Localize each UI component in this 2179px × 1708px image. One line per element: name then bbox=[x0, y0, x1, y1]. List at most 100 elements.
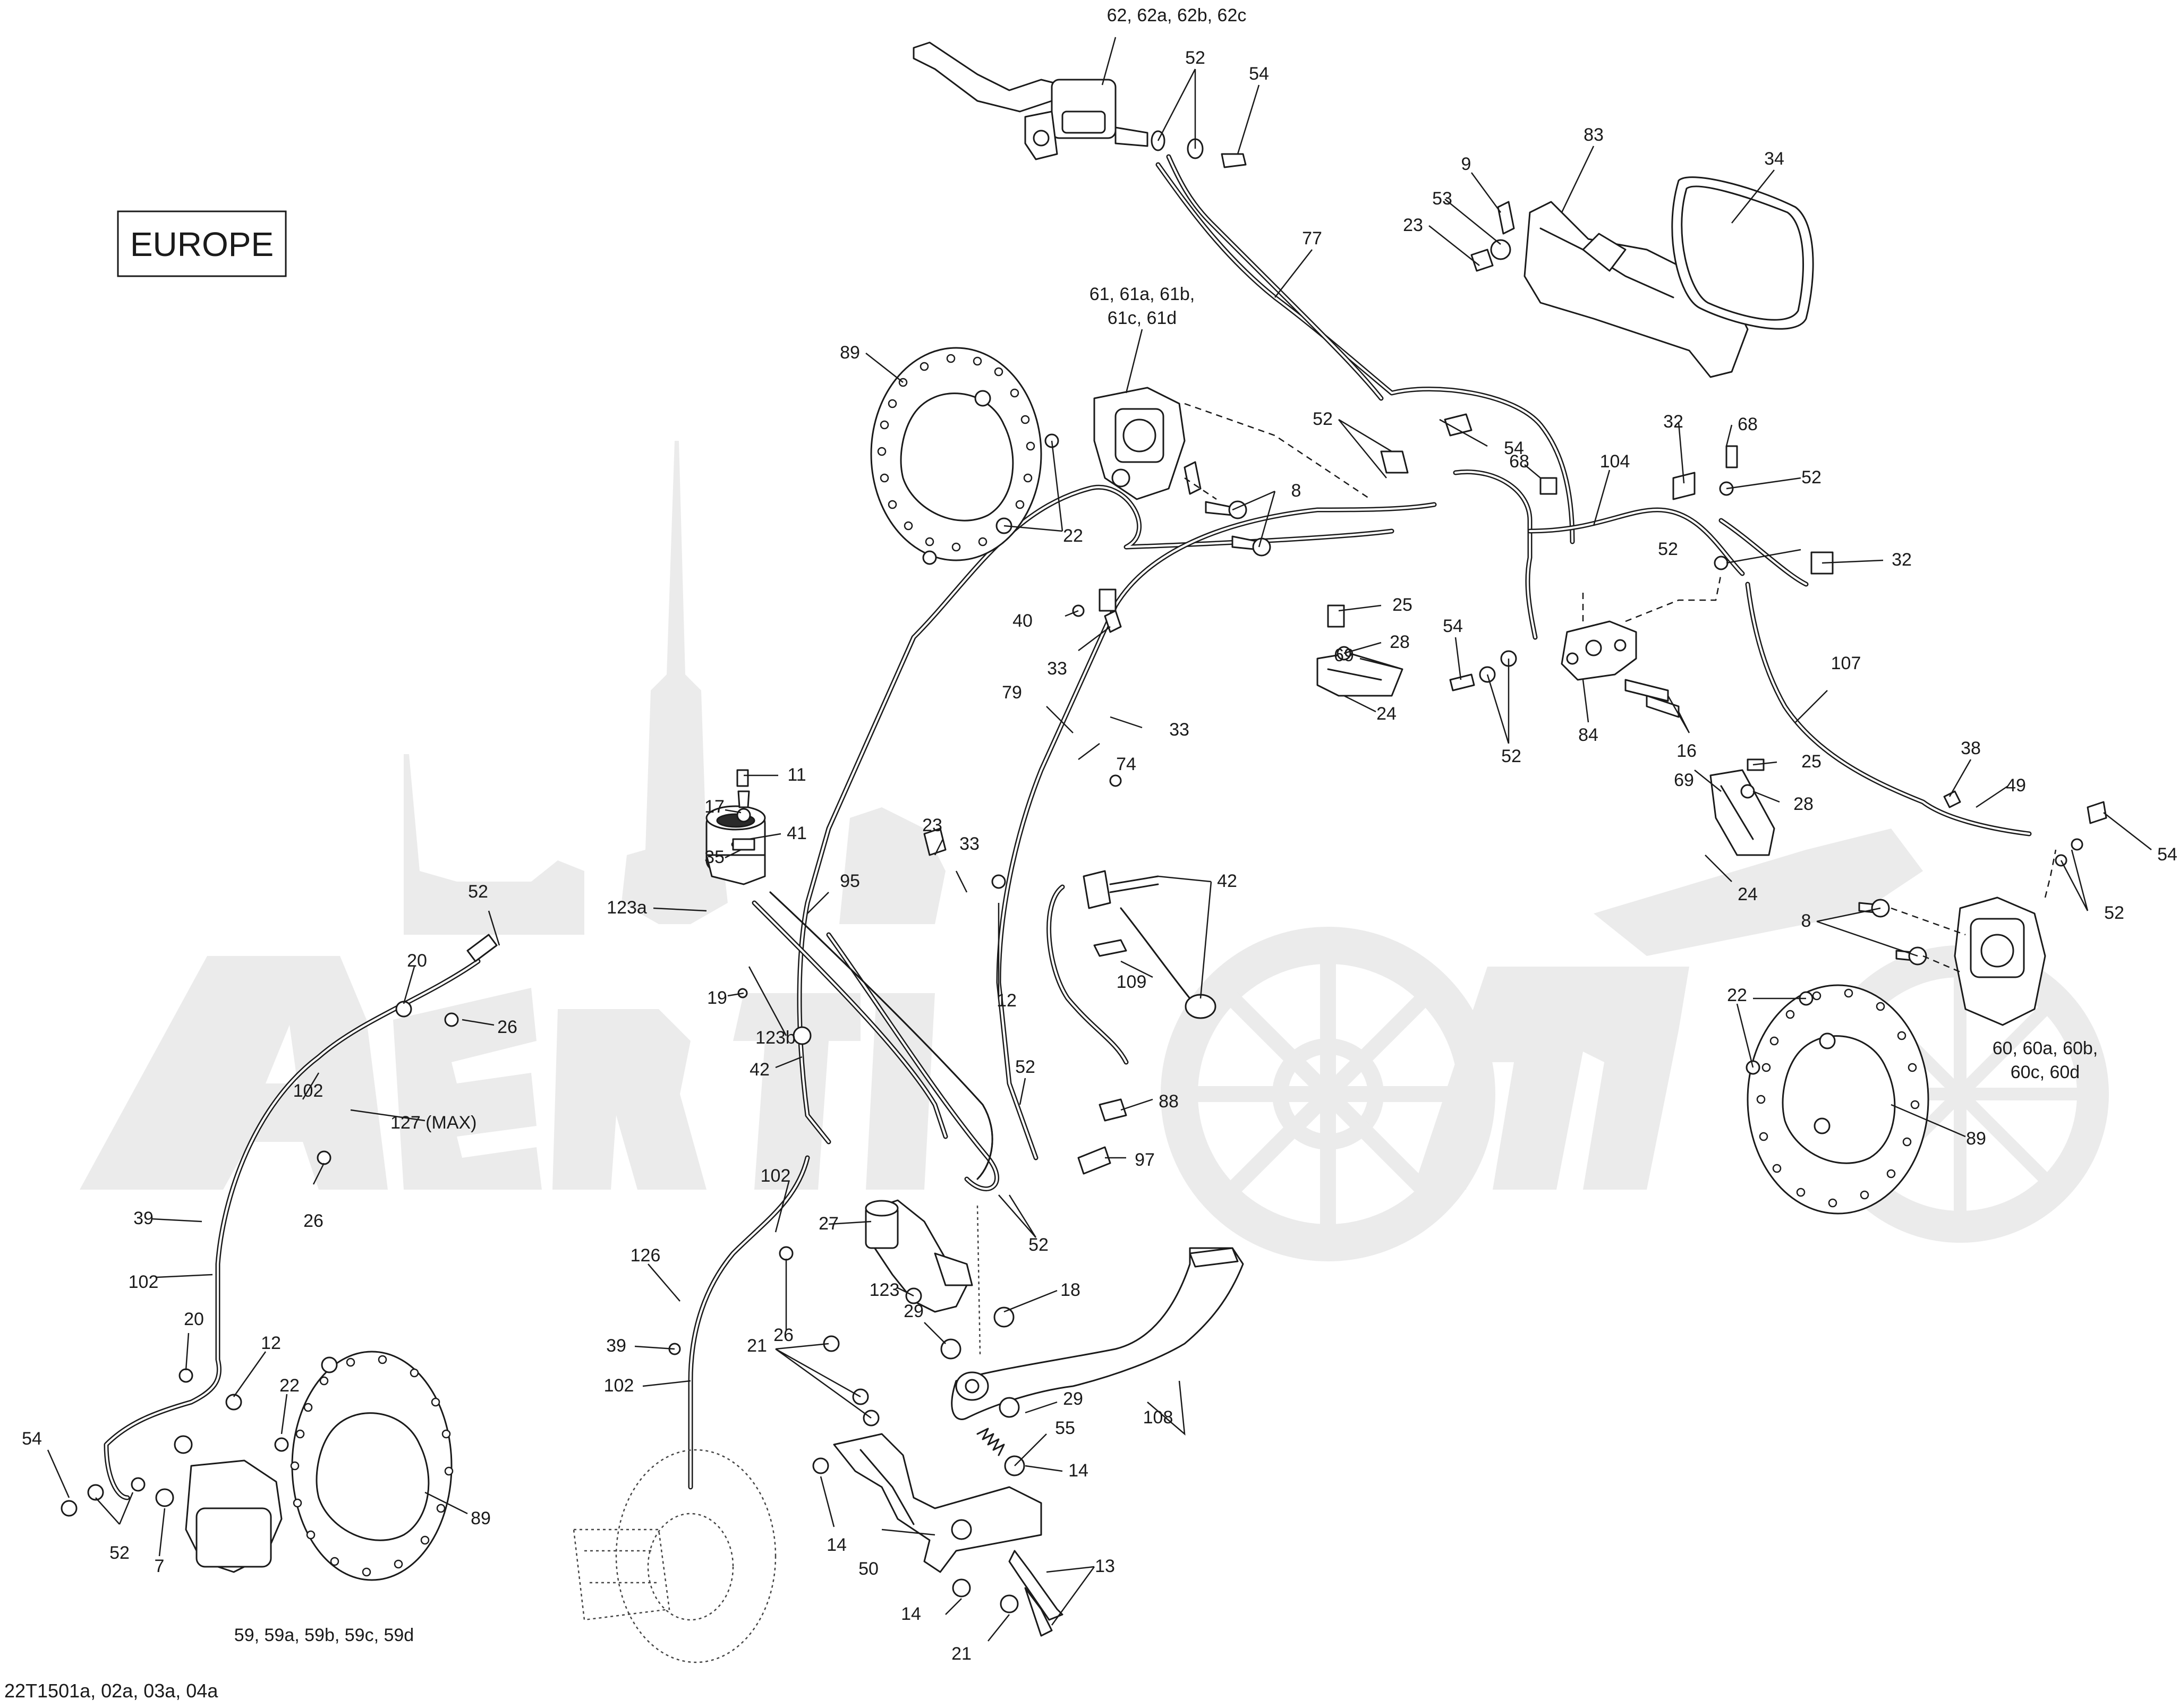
callout-23-center: 23 bbox=[922, 815, 942, 835]
callout-89-top: 89 bbox=[840, 343, 860, 363]
rear-master-cylinder bbox=[865, 1199, 1015, 1328]
callout-18: 18 bbox=[1060, 1280, 1080, 1300]
callout-41: 41 bbox=[787, 823, 807, 843]
callout-12-center: 12 bbox=[997, 990, 1017, 1011]
callout-20-lower: 20 bbox=[184, 1309, 204, 1329]
region-label-box: EUROPE bbox=[117, 210, 287, 277]
callout-22-left: 22 bbox=[279, 1376, 300, 1396]
callout-26-upper: 26 bbox=[497, 1017, 517, 1037]
callout-33-center: 33 bbox=[959, 834, 980, 854]
right-caliper bbox=[1858, 849, 2057, 1026]
callout-24-right: 24 bbox=[1738, 884, 1758, 904]
callout-22-top: 22 bbox=[1063, 526, 1083, 546]
vent-hoses bbox=[769, 875, 1216, 1180]
disc-holes-left bbox=[290, 1355, 454, 1577]
callout-7: 7 bbox=[155, 1556, 165, 1576]
upper-caliper-bolts bbox=[1205, 500, 1271, 557]
brake-lines bbox=[104, 162, 2032, 1500]
callout-39-left: 39 bbox=[133, 1208, 154, 1228]
callout-54-left: 54 bbox=[22, 1429, 42, 1449]
callout-84: 84 bbox=[1578, 725, 1598, 745]
callout-25-top: 25 bbox=[1392, 595, 1412, 615]
callout-17: 17 bbox=[704, 797, 725, 817]
callout-54-center: 54 bbox=[1443, 616, 1463, 636]
callout-28-right: 28 bbox=[1793, 794, 1814, 814]
callout-29-lower: 29 bbox=[1063, 1389, 1083, 1409]
brake-pedal bbox=[940, 1205, 1244, 1420]
callout-39-center: 39 bbox=[606, 1336, 626, 1356]
callout-21-upper: 21 bbox=[747, 1336, 767, 1356]
callout-22-right: 22 bbox=[1727, 985, 1747, 1005]
callout-23-top: 23 bbox=[1403, 215, 1423, 235]
callout-33-mid: 33 bbox=[1169, 720, 1189, 740]
right-brake-disc bbox=[1746, 984, 1929, 1215]
callout-26-left: 26 bbox=[303, 1211, 324, 1231]
callout-54-right: 54 bbox=[2157, 844, 2177, 865]
callout-14-left: 14 bbox=[827, 1535, 847, 1555]
rear-caliper-dotted bbox=[573, 1449, 777, 1663]
callout-52-far-right: 52 bbox=[2104, 903, 2124, 923]
callout-102-left: 102 bbox=[293, 1081, 324, 1101]
callout-123: 123 bbox=[870, 1280, 900, 1300]
callout-52-mid: 52 bbox=[1313, 409, 1333, 429]
left-brake-disc bbox=[274, 1351, 454, 1581]
leader-lines bbox=[47, 37, 2152, 1642]
callout-108: 108 bbox=[1143, 1407, 1173, 1428]
misc-fittings bbox=[178, 413, 2107, 1411]
callout-97: 97 bbox=[1135, 1150, 1155, 1170]
upper-brake-disc bbox=[870, 347, 1059, 561]
callout-89-right: 89 bbox=[1966, 1129, 1986, 1149]
callout-19: 19 bbox=[707, 988, 727, 1008]
callout-27: 27 bbox=[819, 1214, 839, 1234]
callout-54-top: 54 bbox=[1249, 64, 1269, 84]
callout-52-right1: 52 bbox=[1801, 467, 1821, 488]
callout-109: 109 bbox=[1117, 972, 1147, 992]
callout-79: 79 bbox=[1002, 682, 1022, 703]
callout-8-top: 8 bbox=[1291, 481, 1301, 501]
callout-52-center2: 52 bbox=[1015, 1057, 1035, 1077]
callout-52-top: 52 bbox=[1185, 48, 1205, 68]
callout-33-upper: 33 bbox=[1047, 659, 1067, 679]
callout-102-center2: 102 bbox=[604, 1376, 634, 1396]
callout-32-right: 32 bbox=[1892, 550, 1912, 570]
callout-107: 107 bbox=[1831, 653, 1861, 673]
callout-13: 13 bbox=[1095, 1556, 1115, 1576]
left-caliper bbox=[61, 1435, 283, 1573]
callout-32-top: 32 bbox=[1663, 412, 1683, 432]
callout-26-center: 26 bbox=[773, 1325, 794, 1345]
callout-21-bottom: 21 bbox=[951, 1644, 972, 1664]
callout-28-top: 28 bbox=[1390, 632, 1410, 652]
callout-42-left: 42 bbox=[750, 1060, 770, 1080]
callout-95: 95 bbox=[840, 871, 860, 891]
callout-127: 127 (MAX) bbox=[390, 1113, 477, 1133]
callout-69-right: 69 bbox=[1674, 770, 1694, 790]
callout-123b: 123b bbox=[755, 1028, 796, 1048]
callout-20-upper: 20 bbox=[407, 951, 427, 971]
pedal-bracket bbox=[812, 1335, 1063, 1637]
callout-126: 126 bbox=[631, 1245, 661, 1266]
callout-83: 83 bbox=[1584, 125, 1604, 145]
figure-reference: 22T1501a, 02a, 03a, 04a bbox=[4, 1680, 218, 1702]
callout-68-left: 68 bbox=[1509, 451, 1529, 472]
callout-52-lower: 52 bbox=[1028, 1235, 1049, 1255]
callout-62: 62, 62a, 62b, 62c bbox=[1107, 5, 1247, 25]
bracket-fasteners bbox=[1470, 201, 1515, 272]
callout-29-upper: 29 bbox=[904, 1301, 924, 1321]
callout-88: 88 bbox=[1159, 1091, 1179, 1112]
brackets-69 bbox=[1316, 652, 1775, 856]
callout-74: 74 bbox=[1116, 754, 1136, 774]
callout-24-top: 24 bbox=[1376, 704, 1397, 724]
callout-50: 50 bbox=[858, 1559, 879, 1579]
callout-12-left: 12 bbox=[261, 1333, 281, 1353]
callout-16: 16 bbox=[1676, 741, 1697, 761]
callout-89-left: 89 bbox=[471, 1508, 491, 1528]
callout-14-bottom: 14 bbox=[901, 1604, 921, 1624]
callout-52-bottom-left: 52 bbox=[109, 1543, 130, 1563]
abs-module bbox=[1561, 573, 1722, 718]
callout-104: 104 bbox=[1600, 451, 1630, 472]
callout-labels: 62, 62a, 62b, 62c 52 54 77 83 34 9 53 23… bbox=[22, 5, 2177, 1664]
callout-68-right: 68 bbox=[1738, 414, 1758, 434]
callout-53: 53 bbox=[1432, 189, 1452, 209]
callout-69-top: 69 bbox=[1334, 645, 1354, 665]
